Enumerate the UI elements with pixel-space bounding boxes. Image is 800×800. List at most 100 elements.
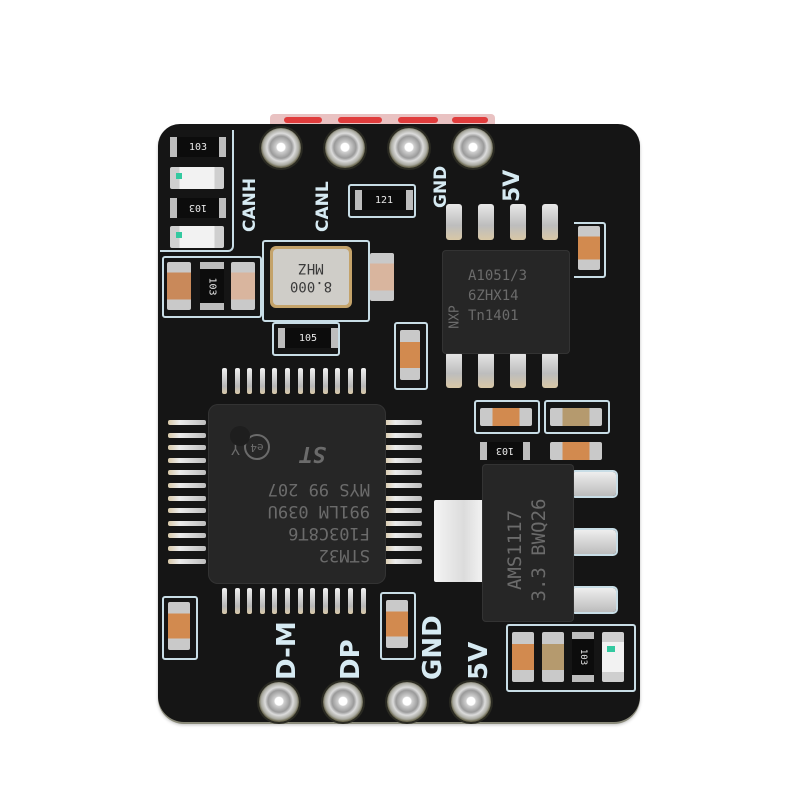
crystal-frequency: 8.000 <box>289 278 333 294</box>
mcu-pin <box>348 588 353 614</box>
resistor-103-d: 103 <box>572 632 594 682</box>
silkscreen-outline <box>474 400 540 434</box>
resistor-103-a: 103 <box>170 137 226 157</box>
regulator-tab <box>434 500 484 582</box>
capacitor <box>168 602 190 650</box>
mcu-pin <box>168 432 206 438</box>
regulator-pin <box>572 588 616 612</box>
silkscreen-outline <box>348 184 416 218</box>
mcu-pin <box>168 457 206 463</box>
capacitor <box>550 442 602 460</box>
mcu-pin <box>168 420 206 425</box>
capacitor <box>167 262 191 310</box>
mcu-pin <box>272 588 278 614</box>
mcu-pin <box>168 508 206 514</box>
mcu-pin <box>168 470 206 476</box>
mcu-pin <box>234 588 240 614</box>
regulator-pin <box>572 472 616 496</box>
silkscreen-outline <box>160 130 234 252</box>
mcu-pin <box>168 520 206 526</box>
ic-pin <box>478 352 494 388</box>
mcu-pin <box>222 368 227 394</box>
mcu-pin <box>222 588 227 614</box>
mcu-pins-left <box>168 420 208 570</box>
mcu-pin <box>168 483 206 488</box>
can-transceiver-ic: A1051/3 6ZHX14 Tn1401 NXP <box>442 250 570 354</box>
capacitor <box>400 330 420 380</box>
capacitor <box>386 600 408 648</box>
ic-marking: A1051/3 <box>468 268 528 284</box>
silkscreen-outline <box>380 592 416 660</box>
mcu-pins-right <box>384 420 424 570</box>
mcu-pin <box>322 368 328 394</box>
ic-pin <box>510 352 526 388</box>
mcu-pin <box>247 588 253 614</box>
ic-marking: 6ZHX14 <box>468 288 519 304</box>
capacitor <box>231 262 255 310</box>
resistor-103-c: 103 <box>200 262 224 310</box>
mcu-pin <box>310 588 316 614</box>
pad-5v-top <box>453 128 493 168</box>
capacitor <box>370 253 394 301</box>
mcu-pin <box>360 368 366 394</box>
crystal-unit: MHZ <box>298 260 324 276</box>
mcu-pin <box>384 420 422 425</box>
resistor-103-b: 103 <box>170 198 226 218</box>
mcu-pin <box>285 368 290 394</box>
mcu-pin <box>360 588 366 614</box>
resistor-121: 121 <box>355 190 413 210</box>
mcu-pin <box>168 445 206 451</box>
mcu-pin <box>234 368 240 394</box>
crystal-oscillator: 8.000 MHZ <box>270 246 352 308</box>
silkscreen-outline <box>506 624 636 692</box>
pad-gnd-top <box>389 128 429 168</box>
regulator-marking: AMS1117 <box>504 509 526 591</box>
pad-canl <box>325 128 365 168</box>
mcu-pin <box>335 588 341 614</box>
mcu-pins-bottom <box>222 588 372 618</box>
mcu-pin <box>384 457 422 463</box>
pad-dm <box>259 682 299 722</box>
label-canh: CANH <box>240 177 260 232</box>
pin1-dot <box>230 426 250 446</box>
mcu-pin <box>168 495 206 501</box>
ic-pin <box>446 204 462 240</box>
silkscreen-outline <box>162 256 262 318</box>
mcu-pin <box>348 368 353 394</box>
mcu-pin <box>259 368 265 394</box>
capacitor <box>480 408 532 426</box>
pad-gnd-bottom <box>387 682 427 722</box>
st-logo: ST <box>299 441 327 466</box>
resistor-code: 103 <box>577 648 588 666</box>
mcu-pin <box>259 588 265 614</box>
mcu-pin <box>384 483 422 488</box>
label-gnd-top: GND <box>431 165 451 208</box>
label-canl: CANL <box>313 181 333 232</box>
silkscreen-outline <box>544 400 610 434</box>
mcu-pin <box>384 546 422 551</box>
mcu-pin <box>285 588 290 614</box>
mcu-pin <box>384 445 422 451</box>
silkscreen-outline <box>272 322 340 356</box>
regulator-pin <box>572 530 616 554</box>
ic-marking: Tn1401 <box>468 308 519 324</box>
mcu-marking: STM32 <box>318 545 370 565</box>
label-dp: DP <box>336 639 366 680</box>
led-top-1 <box>170 167 224 189</box>
label-dm: D-M <box>272 621 302 680</box>
mcu-marking: F103C8T6 <box>288 523 370 543</box>
mcu-pin <box>272 368 278 394</box>
ic-pin <box>542 352 558 388</box>
pad-5v-bottom <box>451 682 491 722</box>
pad-dp <box>323 682 363 722</box>
mcu-pin <box>384 533 422 539</box>
mcu-pin <box>168 546 206 551</box>
capacitor <box>542 632 564 682</box>
mcu-pin <box>322 588 328 614</box>
mcu-pin <box>310 368 316 394</box>
mcu-pin <box>297 368 303 394</box>
mcu-pin <box>384 520 422 526</box>
regulator-marking: 3.3 BWQ26 <box>528 498 550 602</box>
capacitor <box>550 408 602 426</box>
ic-pin <box>446 352 462 388</box>
